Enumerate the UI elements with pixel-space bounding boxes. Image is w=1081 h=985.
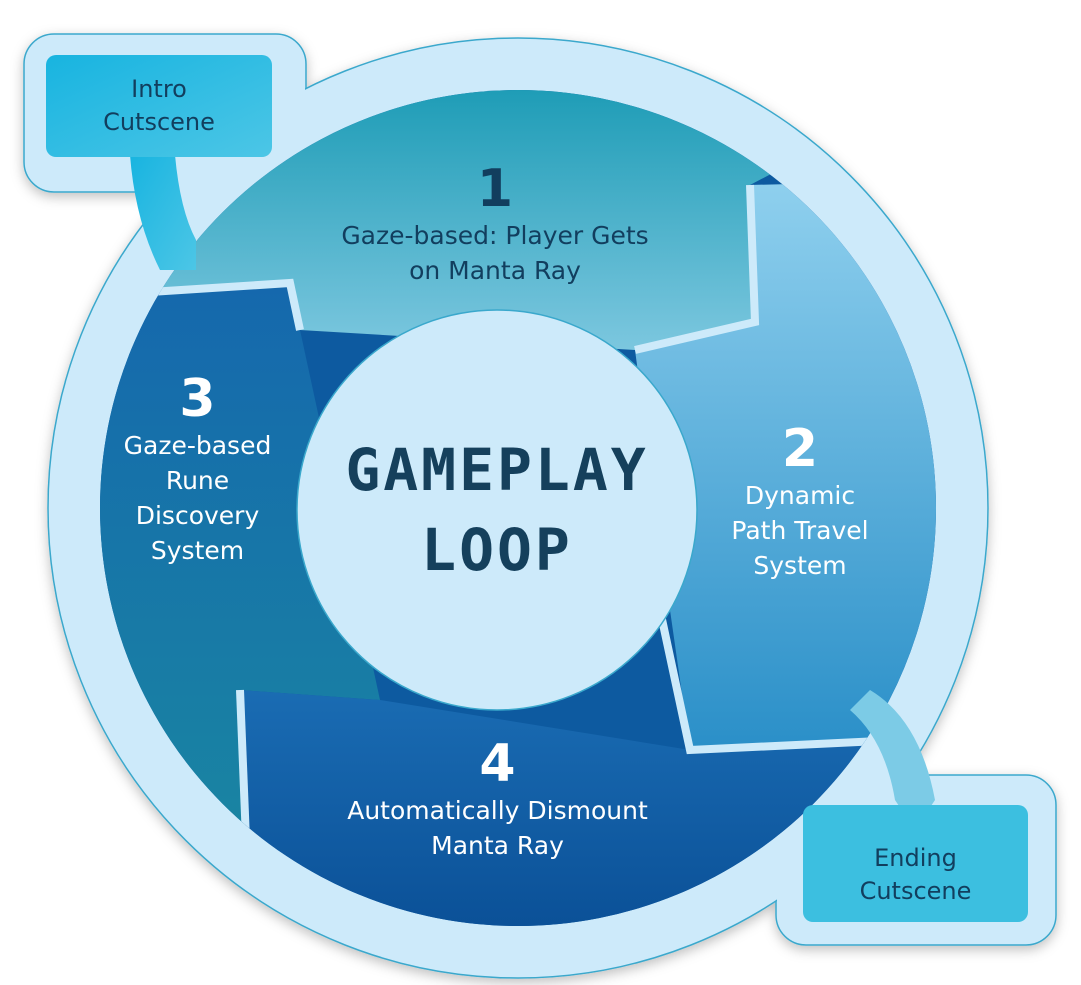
ending-line2: Cutscene xyxy=(859,877,972,905)
step-3-line2: Rune xyxy=(165,466,230,495)
step-3-line1: Gaze-based xyxy=(123,431,272,460)
step2-panel xyxy=(635,180,936,750)
center-circle xyxy=(296,309,698,711)
step-3-line3: Discovery xyxy=(135,501,260,530)
step-4-line1: Automatically Dismount xyxy=(347,796,648,825)
step-4: 4 Automatically Dismount Manta Ray xyxy=(300,735,695,863)
gameplay-loop-title: GAMEPLAY LOOP xyxy=(297,310,697,710)
step-4-number: 4 xyxy=(479,734,516,794)
intro-connector xyxy=(130,155,196,270)
step-1-line1: Gaze-based: Player Gets xyxy=(341,221,649,250)
ending-connector xyxy=(850,690,935,830)
step-3-line4: System xyxy=(150,536,245,565)
title-line2: LOOP xyxy=(421,516,573,584)
step-3-number: 3 xyxy=(179,369,216,429)
intro-line1: Intro xyxy=(131,75,187,103)
intro-line2: Cutscene xyxy=(103,108,215,136)
step-1: 1 Gaze-based: Player Gets on Manta Ray xyxy=(300,160,690,288)
step-2-number: 2 xyxy=(781,419,819,479)
step-2-line2: Path Travel xyxy=(731,516,869,545)
title-line1: GAMEPLAY xyxy=(345,436,649,504)
step-2: 2 Dynamic Path Travel System xyxy=(700,420,900,583)
step-4-line2: Manta Ray xyxy=(431,831,564,860)
step-2-line3: System xyxy=(753,551,847,580)
ending-line1: Ending xyxy=(874,844,957,872)
step-1-number: 1 xyxy=(476,159,514,219)
step-1-line2: on Manta Ray xyxy=(409,256,581,285)
step-3: 3 Gaze-based Rune Discovery System xyxy=(100,370,295,568)
step-2-line1: Dynamic xyxy=(744,481,856,510)
